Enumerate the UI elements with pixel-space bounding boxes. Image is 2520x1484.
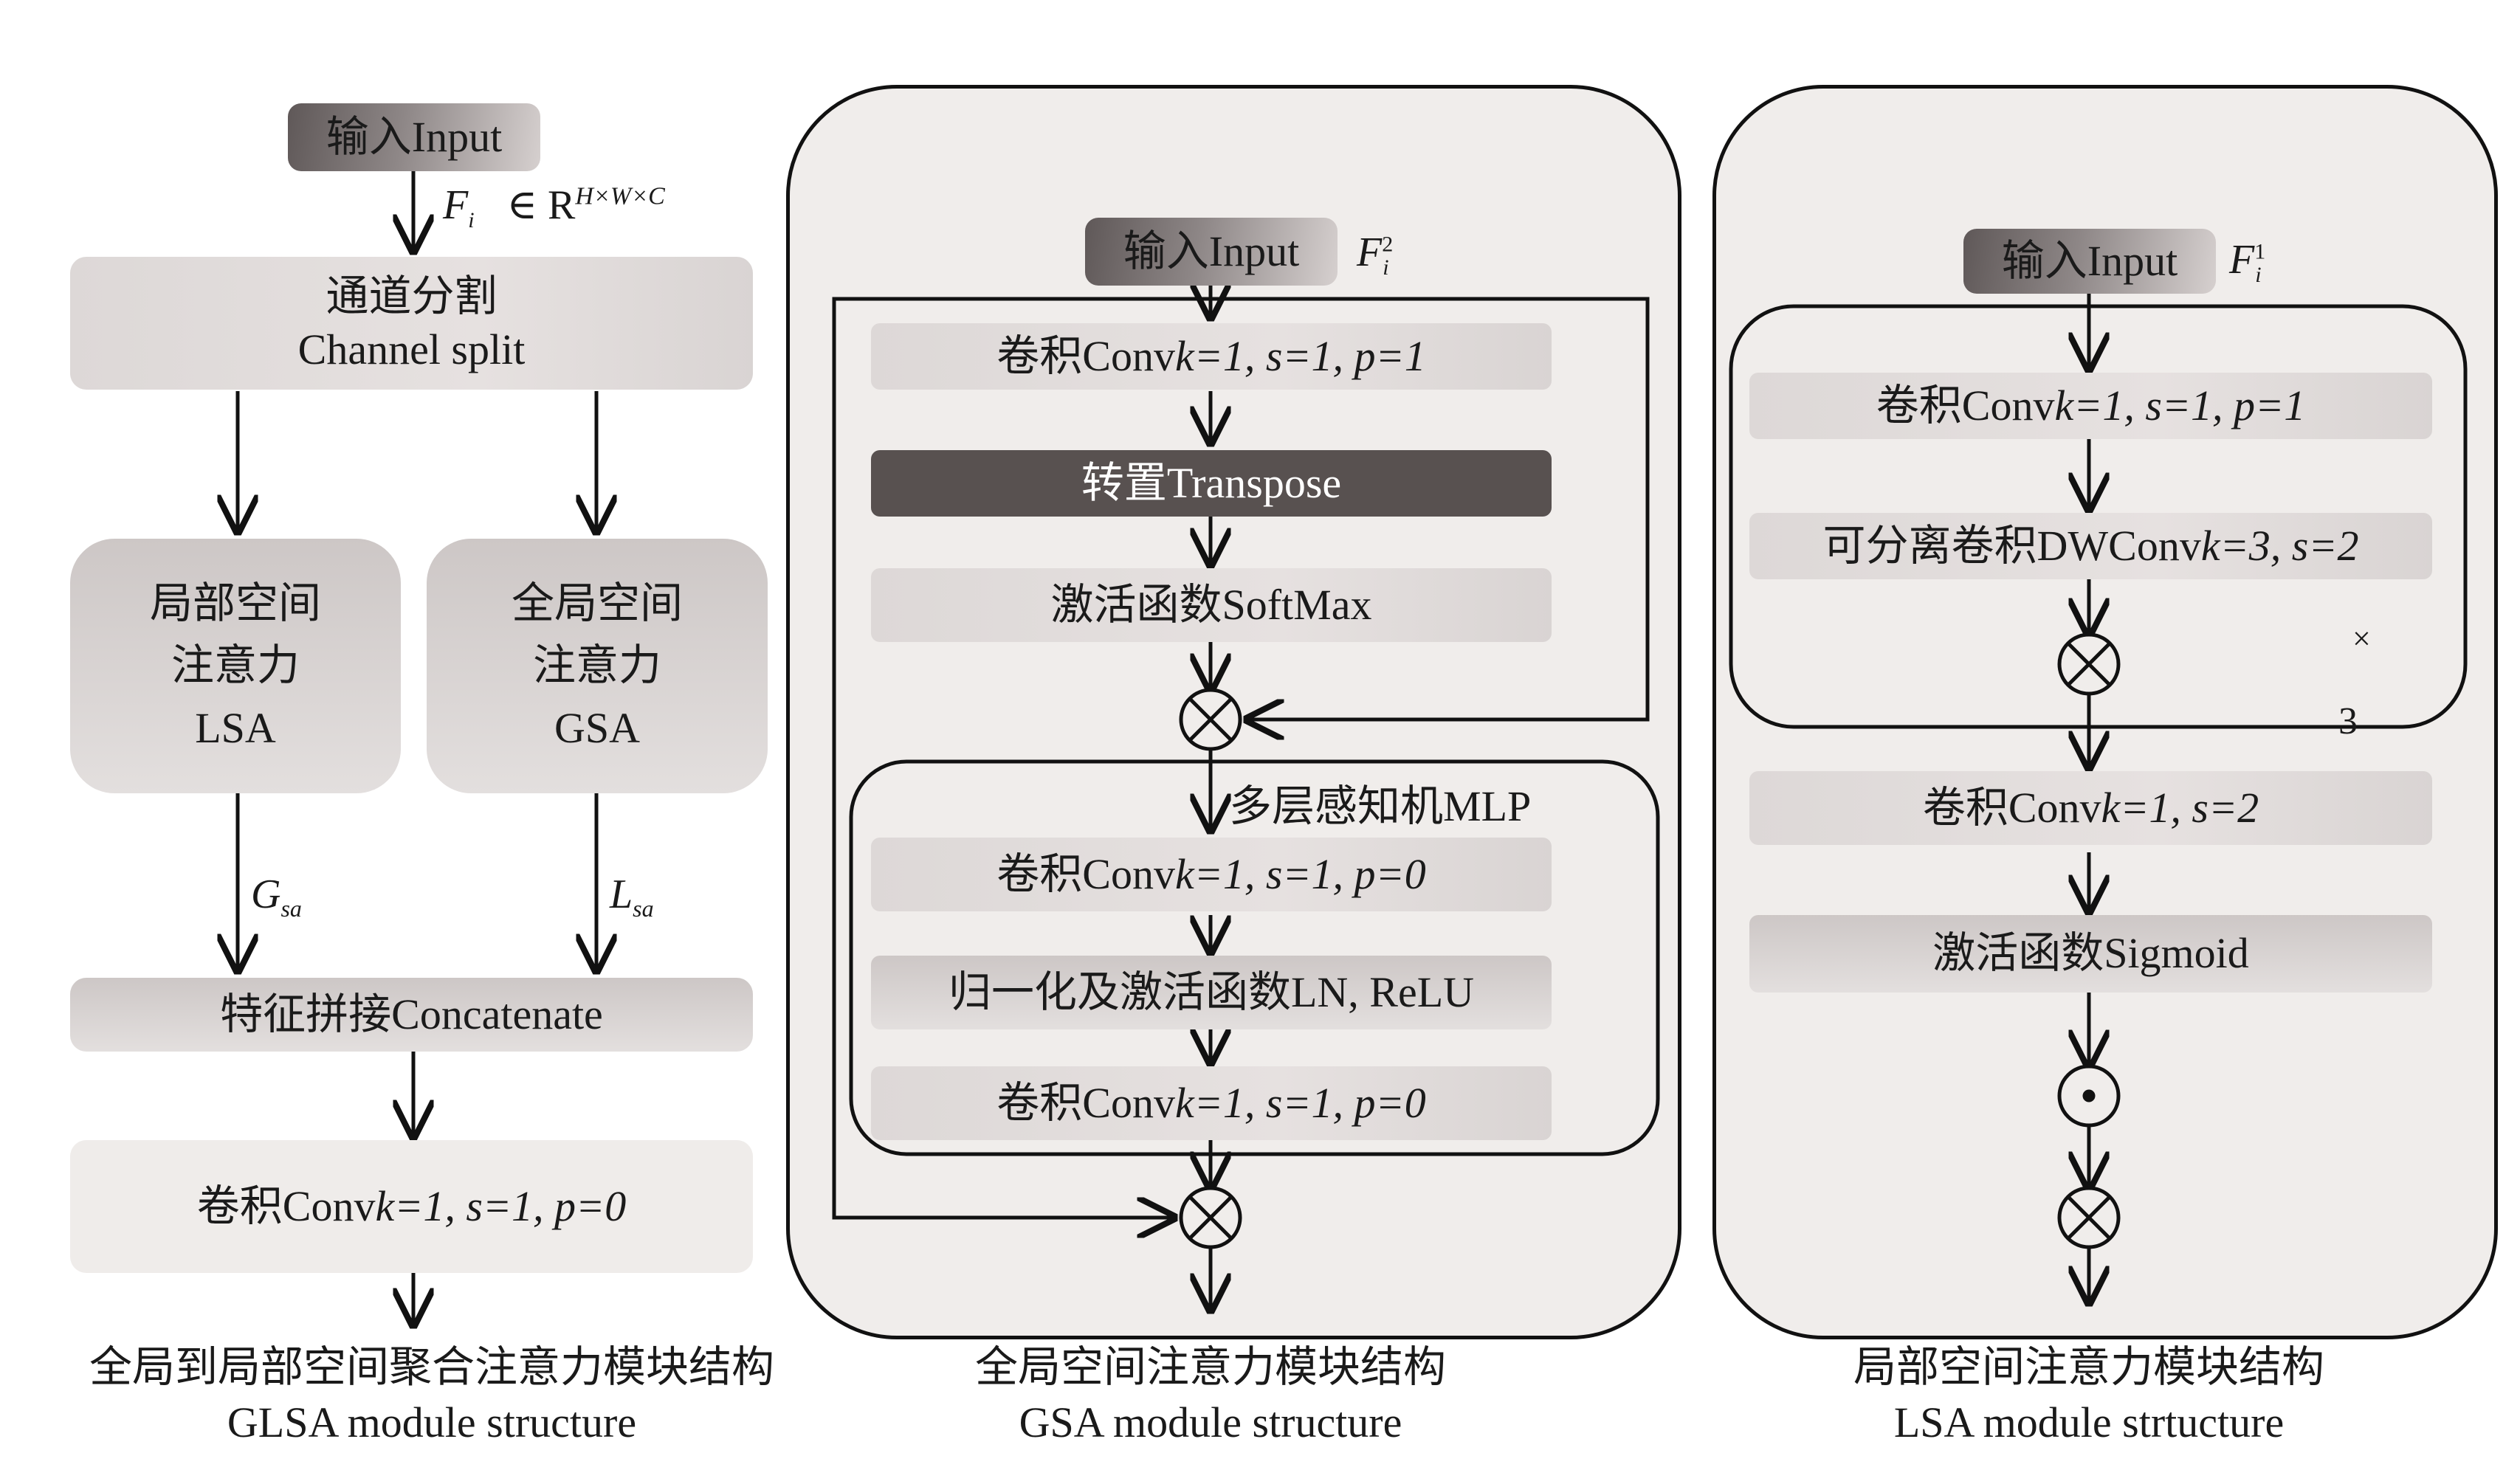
multiply-operator-icon bbox=[2057, 632, 2121, 696]
gsa-conv1-box: 卷积Conv k=1, s=1, p=1 bbox=[871, 323, 1552, 390]
softmax-box: 激活函数SoftMax bbox=[871, 568, 1552, 642]
glsa-input-box: 输入Input bbox=[288, 103, 540, 171]
mlp-label: 多层感知机MLP bbox=[1229, 782, 1532, 830]
lsa-conv1-box: 卷积Conv k=1, s=1, p=1 bbox=[1749, 373, 2432, 439]
lsa-input-box: 输入Input bbox=[1963, 229, 2216, 294]
lsa-output-label: Lsa bbox=[610, 872, 654, 922]
dwconv-box: 可分离卷积DWConv k=3, s=2 bbox=[1749, 513, 2432, 579]
channel-split-box: 通道分割 Channel split bbox=[70, 257, 753, 390]
lsa-conv2-box: 卷积Conv k=1, s=2 bbox=[1749, 771, 2432, 845]
gsa-input-var: F2i bbox=[1357, 229, 1394, 280]
sigmoid-box: 激活函数Sigmoid bbox=[1749, 915, 2432, 993]
concatenate-box: 特征拼接Concatenate bbox=[70, 978, 753, 1052]
multiply-operator-icon bbox=[1179, 1186, 1242, 1249]
multiply-operator-icon bbox=[2057, 1186, 2121, 1249]
channel-split-en: Channel split bbox=[297, 325, 526, 373]
lsa-repeat-group bbox=[1729, 304, 2468, 729]
glsa-input-feature-label: Fi ∈ RH×W×C bbox=[443, 182, 665, 233]
glsa-conv-box: 卷积Conv k=1, s=1, p=0 bbox=[70, 1140, 753, 1273]
repeat-times-symbol: × bbox=[2352, 621, 2371, 657]
mlp-group bbox=[849, 759, 1660, 1156]
gsa-input-box: 输入Input bbox=[1085, 218, 1338, 286]
channel-split-cn: 通道分割 bbox=[326, 272, 498, 320]
transpose-box: 转置Transpose bbox=[871, 450, 1552, 517]
gsa-residual-loop bbox=[1211, 297, 1650, 719]
gsa-skip-path bbox=[832, 297, 1211, 1218]
lsa-panel bbox=[1712, 85, 2498, 1339]
mlp-conv1-box: 卷积Conv k=1, s=1, p=0 bbox=[871, 838, 1552, 911]
repeat-count: 3 bbox=[2338, 700, 2358, 742]
glsa-input-label: 输入Input bbox=[326, 112, 503, 161]
lsa-input-var: F1i bbox=[2229, 237, 2266, 288]
gsa-output-label: Gsa bbox=[251, 872, 302, 922]
multiply-operator-icon bbox=[1179, 688, 1242, 751]
mlp-conv2-box: 卷积Conv k=1, s=1, p=0 bbox=[871, 1066, 1552, 1140]
dot-operator-icon bbox=[2057, 1064, 2121, 1128]
ln-relu-box: 归一化及激活函数LN, ReLU bbox=[871, 956, 1552, 1029]
